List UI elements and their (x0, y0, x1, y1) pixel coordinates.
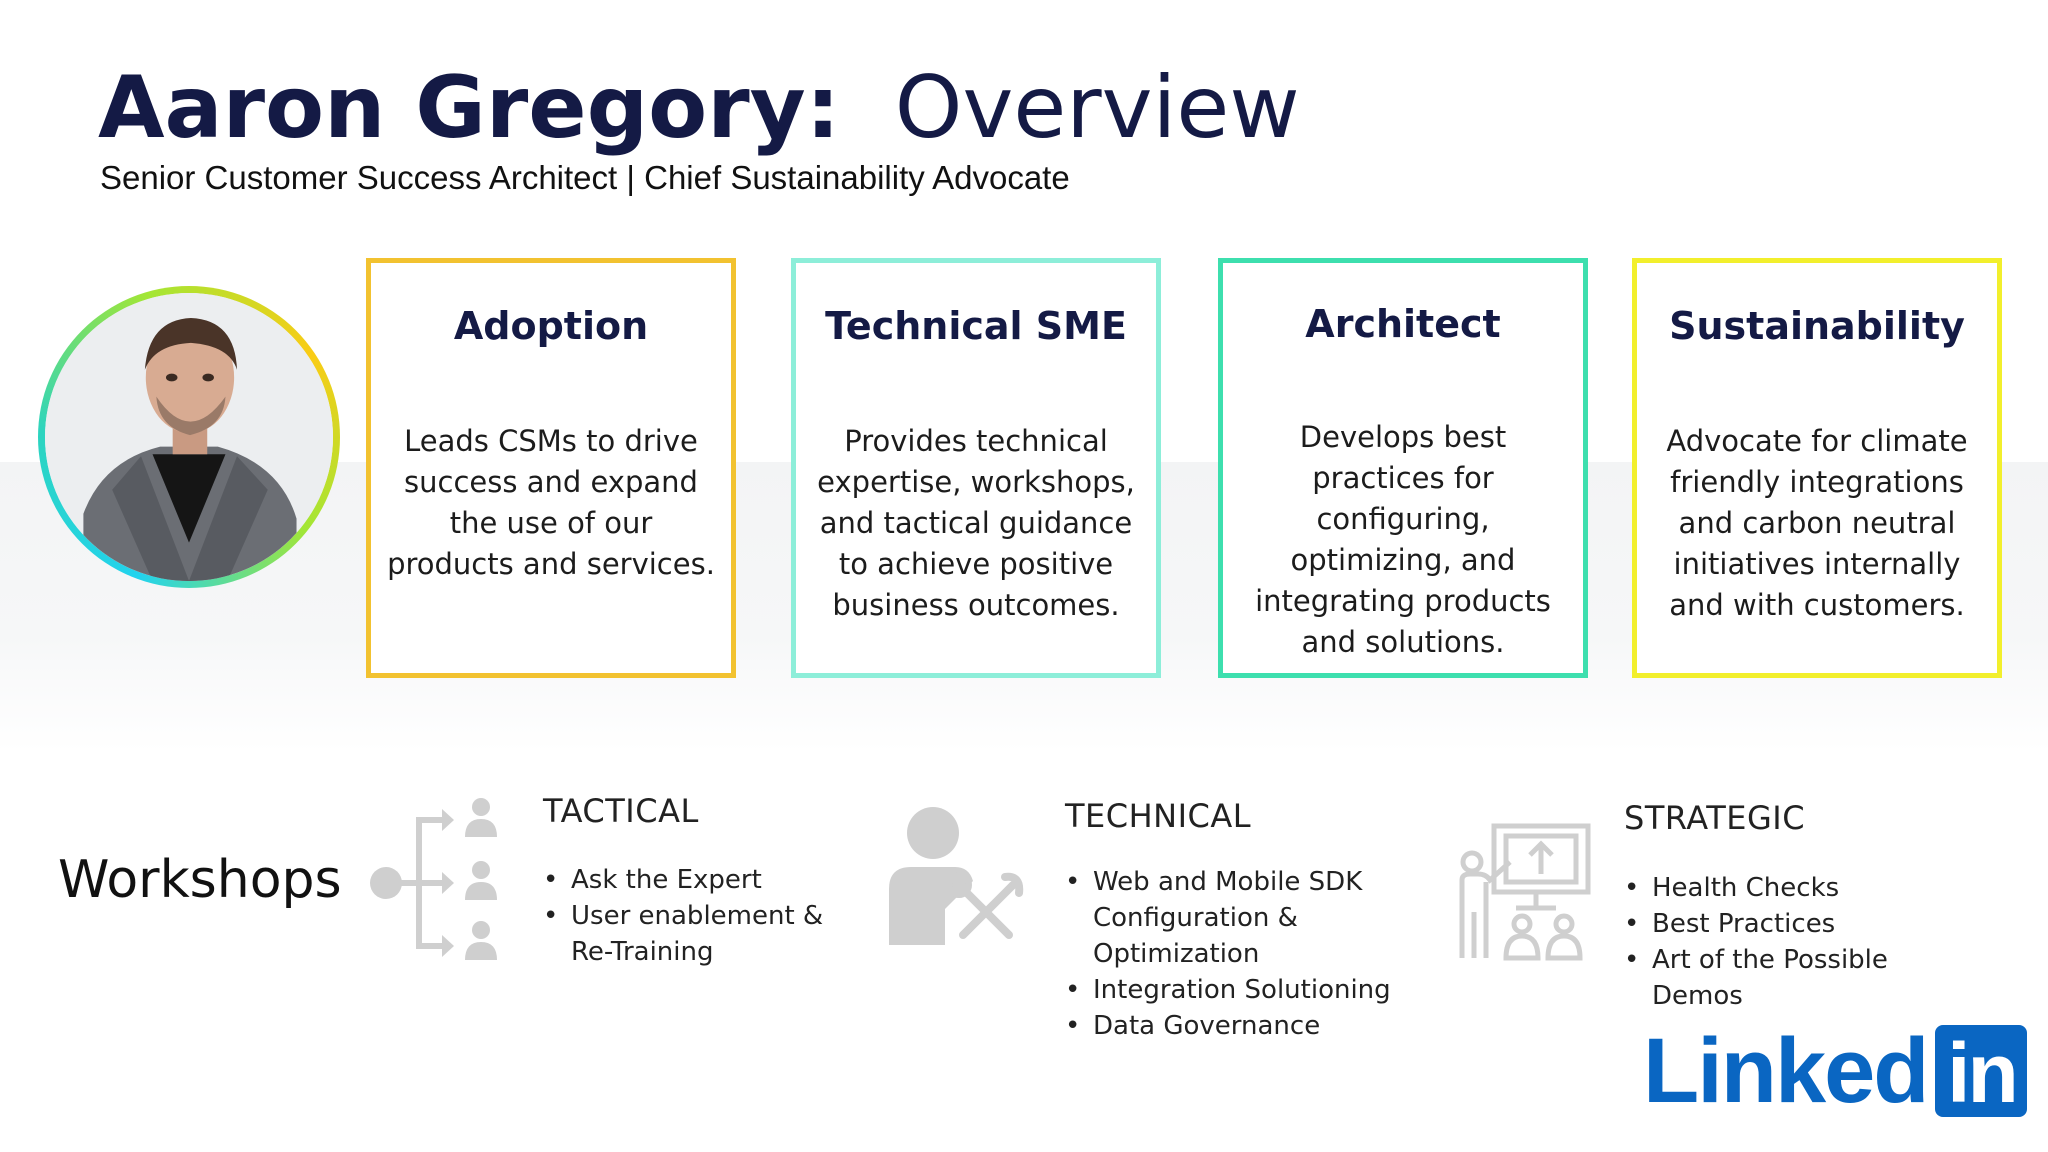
page-title: Aaron Gregory: Overview (98, 58, 1300, 158)
list-item: Ask the Expert (543, 862, 843, 898)
technical-list: Web and Mobile SDK Configuration & Optim… (1065, 864, 1395, 1044)
linkedin-logo: Linked in (1643, 1020, 2028, 1122)
card-architect: Architect Develops best practices for co… (1218, 258, 1588, 678)
profile-photo (45, 293, 333, 581)
card-title: Adoption (453, 304, 649, 348)
list-item: Integration Solutioning (1065, 972, 1395, 1008)
title-overview: Overview (894, 58, 1300, 158)
tactical-heading: TACTICAL (543, 792, 699, 830)
list-item: Art of the Possible Demos (1624, 942, 1984, 1014)
tactical-list: Ask the Expert User enablement & Re-Trai… (543, 862, 843, 970)
card-title: Sustainability (1669, 304, 1965, 348)
card-title: Architect (1305, 302, 1501, 346)
person-photo-icon (45, 293, 333, 581)
card-body: Leads CSMs to drive success and expand t… (387, 424, 715, 581)
technical-heading: TECHNICAL (1065, 797, 1252, 835)
card-technical-sme: Technical SME Provides technical experti… (791, 258, 1161, 678)
card-title: Technical SME (825, 304, 1127, 348)
card-sustainability: Sustainability Advocate for climate frie… (1632, 258, 2002, 678)
presentation-board-icon (1456, 822, 1592, 962)
list-item: User enablement & Re-Training (543, 898, 843, 970)
card-body: Advocate for climate friendly integratio… (1666, 424, 1968, 622)
strategic-list: Health Checks Best Practices Art of the … (1624, 870, 1984, 1014)
list-item: Health Checks (1624, 870, 1984, 906)
card-body: Develops best practices for configuring,… (1255, 420, 1551, 659)
list-item: Data Governance (1065, 1008, 1395, 1044)
workshops-label: Workshops (58, 850, 342, 910)
card-body: Provides technical expertise, workshops,… (817, 424, 1135, 622)
linkedin-in-box: in (1935, 1025, 2028, 1120)
page-subtitle: Senior Customer Success Architect | Chie… (100, 159, 1070, 196)
title-name: Aaron Gregory: (98, 58, 841, 158)
hierarchy-people-icon (364, 795, 504, 965)
list-item: Web and Mobile SDK Configuration & Optim… (1065, 864, 1395, 972)
card-adoption: Adoption Leads CSMs to drive success and… (366, 258, 736, 678)
strategic-heading: STRATEGIC (1624, 799, 1806, 837)
linkedin-word: Linked (1643, 1020, 1929, 1122)
list-item: Best Practices (1624, 906, 1984, 942)
profile-avatar (38, 286, 340, 588)
person-tools-icon (885, 805, 1025, 945)
